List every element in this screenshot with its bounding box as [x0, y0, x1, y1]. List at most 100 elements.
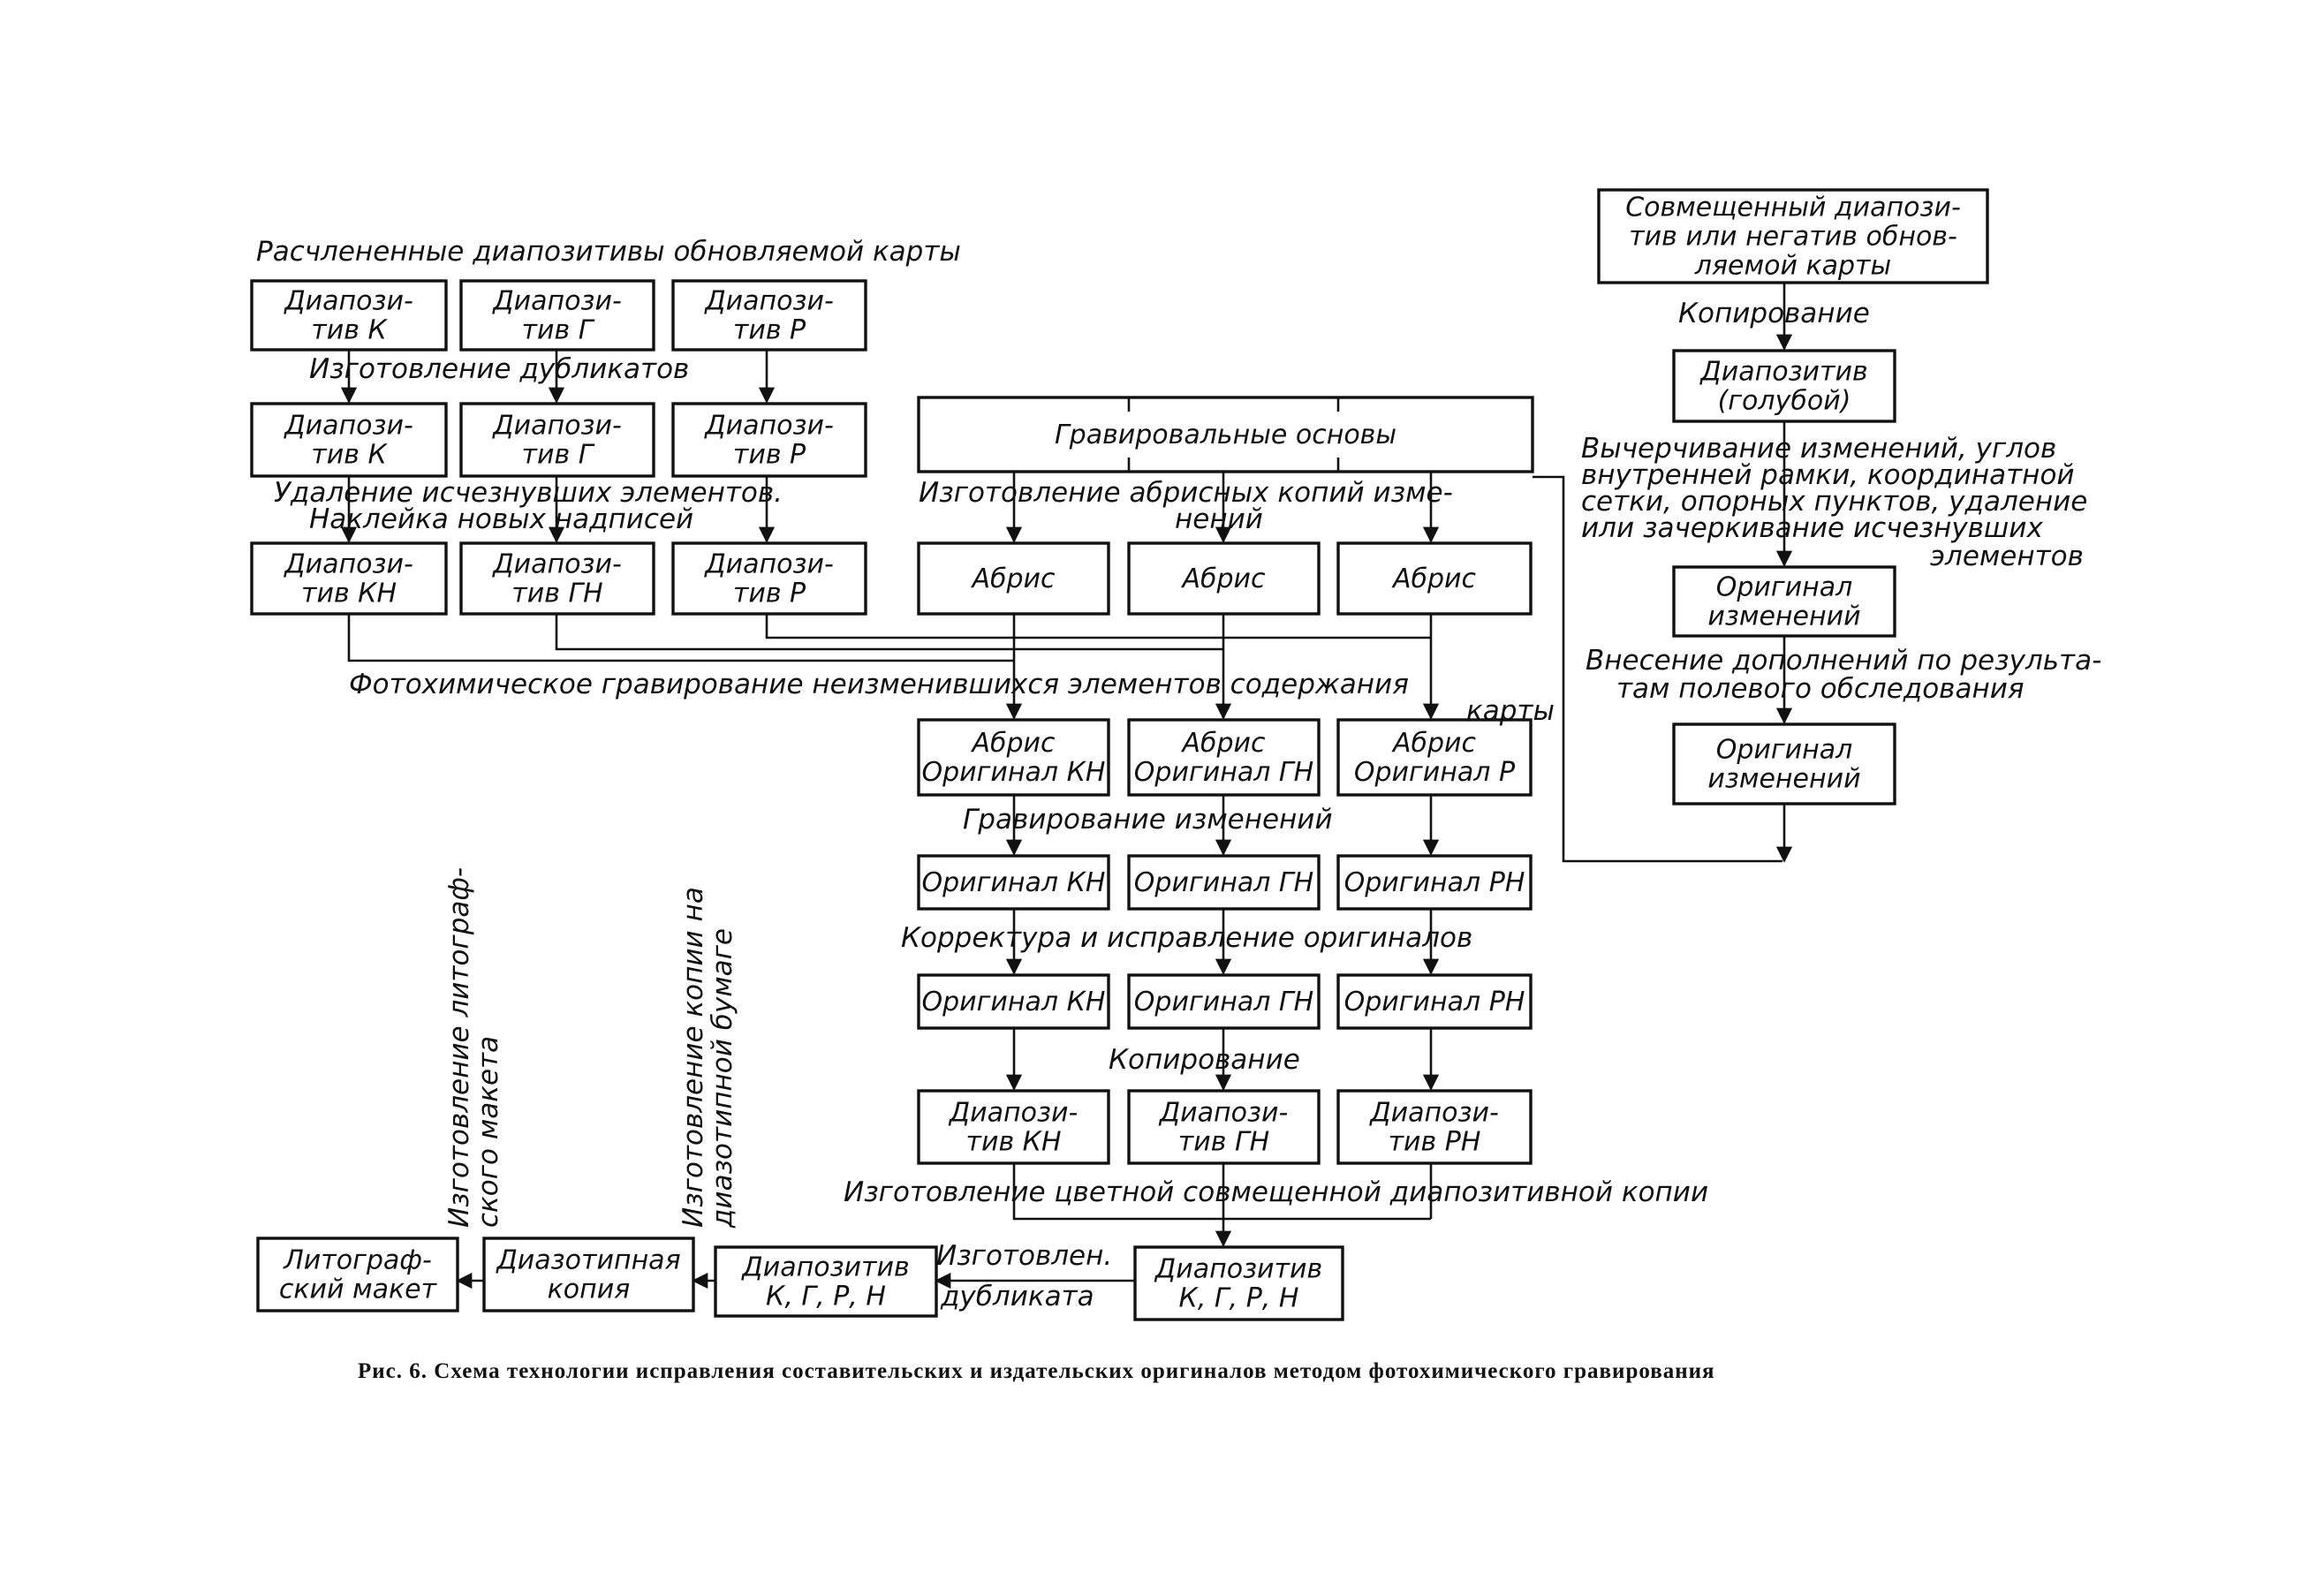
- box-text-line: К, Г, Р, Н: [766, 1282, 886, 1312]
- box-text-line: Оригинал: [1716, 572, 1853, 603]
- box-text-line: Оригинал РН: [1344, 987, 1525, 1017]
- box-text-line: Диапозитив: [1699, 357, 1867, 388]
- box-text-line: Оригинал ГН: [1134, 757, 1313, 788]
- box-text-line: Диазотипная: [495, 1245, 680, 1276]
- box-text-line: Диапози-: [283, 411, 413, 442]
- box-src-r: Диапози-тив Р: [671, 279, 867, 352]
- box-abris-2: Абрис: [1127, 541, 1321, 616]
- box-dup-k: Диапози-тив К: [250, 402, 448, 478]
- box-text-line: Оригинал КН: [922, 757, 1106, 788]
- box-frame: [671, 402, 867, 478]
- box-frame: [1127, 854, 1321, 911]
- box-dia-kn: Диапози-тив КН: [917, 1089, 1110, 1165]
- draw-changes-label-3: сетки, опорных пунктов, удаление: [1581, 486, 2087, 518]
- box-text-line: (голубой): [1718, 386, 1851, 417]
- litho-vertical-label-1: Изготовление литограф-: [443, 867, 475, 1228]
- box-frame: [1133, 1245, 1344, 1321]
- box-frame: [917, 541, 1110, 616]
- abris-copies-label-1: Изготовление абрисных копий изме-: [919, 477, 1453, 509]
- box-text-line: тив Г: [522, 315, 595, 346]
- draw-changes-label-1: Вычерчивание изменений, углов: [1581, 433, 2056, 465]
- box-frame: [1336, 854, 1533, 911]
- field-survey-label-2: там полевого обследования: [1616, 673, 2025, 705]
- box-src-k: Диапози-тив К: [250, 279, 448, 352]
- box-text-line: Диапози-: [491, 549, 622, 580]
- box-frame: [714, 1245, 938, 1318]
- box-text-line: Диапози-: [491, 286, 622, 317]
- box-text-line: Оригинал ГН: [1134, 987, 1313, 1017]
- box-orig2-kn: Оригинал КН: [917, 973, 1110, 1030]
- box-dia-rn: Диапози-тив РН: [1336, 1089, 1533, 1165]
- box-src-g: Диапози-тив Г: [459, 279, 655, 352]
- box-text-line: Диапози-: [703, 286, 834, 317]
- box-text-line: Совмещенный диапози-: [1625, 193, 1961, 223]
- box-text-line: Оригинал ГН: [1134, 867, 1313, 898]
- box-gn: Диапози-тив ГН: [459, 541, 655, 616]
- box-text-line: Абрис: [1180, 564, 1266, 594]
- box-orig1-rn: Оригинал РН: [1336, 854, 1533, 911]
- box-frame: [1336, 1089, 1533, 1165]
- box-frame: [671, 541, 867, 616]
- box-text-line: тив или негатив обнов-: [1629, 222, 1957, 253]
- box-orig2-rn: Оригинал РН: [1336, 973, 1533, 1030]
- remove-elements-label: Удаление исчезнувших элементов.: [274, 477, 783, 509]
- box-text-line: Диапози-: [491, 411, 622, 442]
- box-frame: [459, 279, 655, 352]
- box-text-line: Диапози-: [283, 286, 413, 317]
- box-text-line: тив К: [311, 315, 388, 346]
- box-kn: Диапози-тив КН: [250, 541, 448, 616]
- box-text-line: тив Р: [733, 579, 806, 609]
- photochem-label-1: Фотохимическое гравирование неизменивших…: [349, 669, 1409, 700]
- box-frame: [1127, 541, 1321, 616]
- box-text-line: Оригинал КН: [922, 867, 1106, 898]
- box-r2: Диапози-тив Р: [671, 541, 867, 616]
- box-frame: [917, 718, 1110, 797]
- correction-label: Корректура и исправление оригиналов: [901, 922, 1472, 954]
- box-combined: Совмещенный диапози-тив или негатив обно…: [1597, 188, 1989, 284]
- box-frame: [1336, 973, 1533, 1030]
- box-text-line: Абрис: [1391, 564, 1477, 594]
- box-text-line: тив КН: [965, 1127, 1061, 1158]
- box-text-line: Диапозитив: [740, 1252, 909, 1283]
- box-text-line: Абрис: [970, 564, 1056, 594]
- box-text-line: Абрис: [1180, 728, 1266, 759]
- box-text-line: Литограф-: [283, 1245, 432, 1276]
- box-text-line: Абрис: [1391, 728, 1477, 759]
- litho-vertical-label-2: ского макета: [473, 1036, 504, 1228]
- box-text-line: копия: [548, 1275, 631, 1305]
- diazo-vertical-label-2: диазотипной бумаге: [707, 928, 738, 1229]
- box-dia-gn: Диапози-тив ГН: [1127, 1089, 1321, 1165]
- title-left-label: Расчлененные диапозитивы обновляемой кар…: [256, 236, 961, 268]
- box-text-line: Диапози-: [948, 1098, 1079, 1129]
- box-frame: [459, 402, 655, 478]
- box-text-line: К, Г, Р, Н: [1179, 1283, 1299, 1314]
- box-frame: [482, 1237, 695, 1312]
- box-dup-g: Диапози-тив Г: [459, 402, 655, 478]
- box-text-line: Оригинал: [1716, 735, 1853, 766]
- box-text-line: тив Р: [733, 440, 806, 471]
- box-text-line: Гравировальные основы: [1055, 420, 1396, 450]
- box-frame: [1597, 188, 1989, 284]
- new-inscriptions-label: Наклейка новых надписей: [309, 503, 693, 535]
- box-text-line: Диапози-: [703, 411, 834, 442]
- draw-changes-label-5: элементов: [1930, 541, 2084, 572]
- photochem-label-2: карты: [1466, 695, 1555, 727]
- box-frame: [250, 402, 448, 478]
- figure-caption: Рис. 6. Схема технологии исправления сос…: [358, 1359, 1715, 1383]
- box-frame: [917, 973, 1110, 1030]
- box-text-line: Диапозитив: [1154, 1254, 1322, 1285]
- duplicate-label-2: дубликата: [940, 1281, 1094, 1312]
- box-text-line: тив К: [311, 440, 388, 471]
- box-abris-1: Абрис: [917, 541, 1110, 616]
- box-text-line: тив ГН: [511, 579, 602, 609]
- diazo-vertical-label-1: Изготовление копии на: [677, 887, 709, 1228]
- box-frame: [1336, 541, 1533, 616]
- box-text-line: Диапози-: [703, 549, 834, 580]
